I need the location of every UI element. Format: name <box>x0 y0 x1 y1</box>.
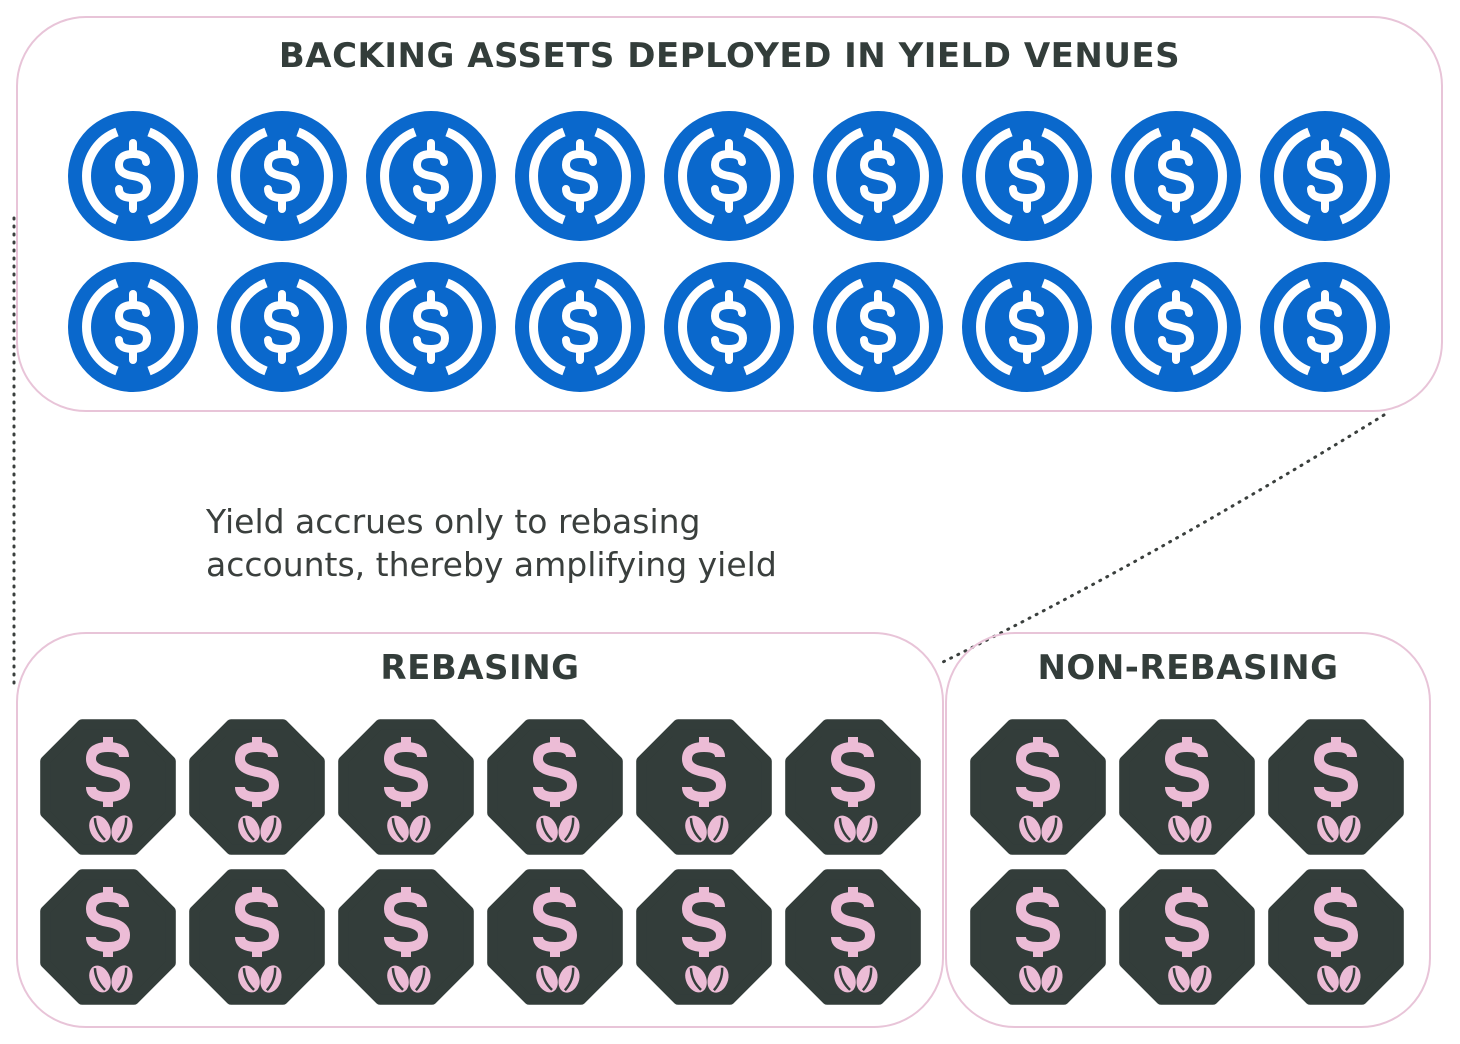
ousd-token-icon <box>636 719 772 855</box>
usdc-icon <box>1260 262 1390 392</box>
ousd-token-icon <box>189 719 325 855</box>
usdc-icon <box>68 111 198 241</box>
ousd-token-icon <box>970 869 1106 1005</box>
usdc-icon <box>366 111 496 241</box>
usdc-icon <box>664 262 794 392</box>
ousd-token-icon <box>40 719 176 855</box>
usdc-icon <box>1260 111 1390 241</box>
usdc-icon <box>217 111 347 241</box>
usdc-icon <box>813 262 943 392</box>
ousd-token-icon <box>1119 719 1255 855</box>
usdc-icon <box>962 262 1092 392</box>
ousd-token-icon <box>338 719 474 855</box>
yield-caption: Yield accrues only to rebasing accounts,… <box>206 500 777 586</box>
backing-assets-title: BACKING ASSETS DEPLOYED IN YIELD VENUES <box>278 36 1181 76</box>
ousd-token-icon <box>1268 869 1404 1005</box>
caption-line-2: accounts, thereby amplifying yield <box>206 545 777 584</box>
rebasing-panel: REBASING <box>16 632 944 1028</box>
ousd-token-icon <box>636 869 772 1005</box>
usdc-icon <box>515 262 645 392</box>
ousd-token-icon <box>40 869 176 1005</box>
usdc-icon <box>813 111 943 241</box>
usdc-icon <box>1111 111 1241 241</box>
non-rebasing-title: NON-REBASING <box>1037 648 1339 688</box>
usdc-icon <box>68 262 198 392</box>
ousd-token-icon <box>1119 869 1255 1005</box>
usdc-icon <box>515 111 645 241</box>
usdc-icon <box>1111 262 1241 392</box>
non-rebasing-panel: NON-REBASING <box>945 632 1431 1028</box>
ousd-token-icon <box>487 869 623 1005</box>
ousd-token-icon <box>1268 719 1404 855</box>
usdc-icon <box>217 262 347 392</box>
backing-assets-panel: BACKING ASSETS DEPLOYED IN YIELD VENUES <box>16 16 1443 412</box>
ousd-token-icon <box>785 869 921 1005</box>
ousd-token-icon <box>785 719 921 855</box>
usdc-icon <box>962 111 1092 241</box>
usdc-icon <box>366 262 496 392</box>
ousd-token-icon <box>487 719 623 855</box>
ousd-token-icon <box>338 869 474 1005</box>
rebasing-title: REBASING <box>380 648 580 688</box>
caption-line-1: Yield accrues only to rebasing <box>206 502 701 541</box>
usdc-icon <box>664 111 794 241</box>
ousd-token-icon <box>970 719 1106 855</box>
ousd-token-icon <box>189 869 325 1005</box>
